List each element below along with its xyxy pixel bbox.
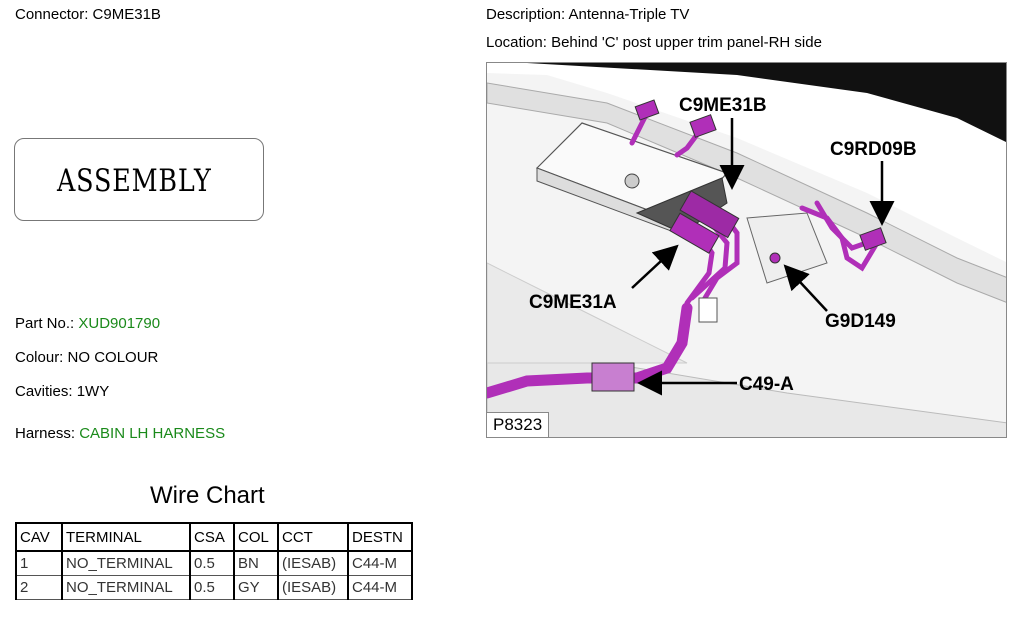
cell-col: GY bbox=[233, 574, 279, 600]
callouts: C9ME31B C9RD09B C9ME31A G9D149 C49-A bbox=[529, 95, 917, 396]
colour-label: Colour: bbox=[15, 349, 64, 366]
col-header-col: COL bbox=[233, 522, 279, 552]
cell-cav: 2 bbox=[15, 574, 63, 600]
callout-c9me31a: C9ME31A bbox=[529, 292, 617, 313]
col-header-cct: CCT bbox=[277, 522, 349, 552]
assembly-text: ASSEMBLY bbox=[57, 163, 212, 199]
location-value: Behind 'C' post upper trim panel-RH side bbox=[551, 34, 822, 51]
callout-c9me31b: C9ME31B bbox=[679, 95, 767, 116]
colour-value: NO COLOUR bbox=[67, 349, 159, 366]
cell-col: BN bbox=[233, 550, 279, 576]
harness-label: Harness: bbox=[15, 425, 76, 442]
cavities-value: 1WY bbox=[76, 383, 110, 400]
harness-line: Harness: CABIN LH HARNESS bbox=[15, 425, 225, 442]
wire-chart-header-row: CAV TERMINAL CSA COL CCT DESTN bbox=[15, 522, 413, 552]
cell-terminal: NO_TERMINAL bbox=[61, 574, 191, 600]
col-header-csa: CSA bbox=[189, 522, 235, 552]
cell-destn: C44-M bbox=[347, 574, 413, 600]
illustration-ref: P8323 bbox=[487, 412, 550, 437]
callout-c49a: C49-A bbox=[739, 374, 794, 395]
wire-chart-table: CAV TERMINAL CSA COL CCT DESTN 1 NO_TERM… bbox=[15, 522, 413, 600]
description-label: Description: bbox=[486, 6, 566, 23]
location-label: Location: bbox=[486, 34, 547, 51]
cell-destn: C44-M bbox=[347, 550, 413, 576]
colour-line: Colour: NO COLOUR bbox=[15, 349, 158, 366]
wire-chart-title: Wire Chart bbox=[150, 482, 265, 509]
location-illustration: C9ME31B C9RD09B C9ME31A G9D149 C49-A P83… bbox=[486, 62, 1007, 438]
cell-cct: (IESAB) bbox=[277, 574, 349, 600]
location-drawing: C9ME31B C9RD09B C9ME31A G9D149 C49-A bbox=[487, 63, 1006, 437]
cell-terminal: NO_TERMINAL bbox=[61, 550, 191, 576]
table-row: 1 NO_TERMINAL 0.5 BN (IESAB) C44-M bbox=[15, 550, 413, 576]
callout-c9rd09b: C9RD09B bbox=[830, 139, 917, 160]
connector-value: C9ME31B bbox=[92, 6, 161, 23]
part-number-label: Part No.: bbox=[15, 315, 75, 332]
col-header-terminal: TERMINAL bbox=[61, 522, 191, 552]
cell-csa: 0.5 bbox=[189, 574, 235, 600]
harness-link[interactable]: CABIN LH HARNESS bbox=[79, 425, 226, 442]
part-number-link[interactable]: XUD901790 bbox=[78, 315, 161, 332]
assembly-image: ASSEMBLY bbox=[14, 138, 264, 221]
col-header-cav: CAV bbox=[15, 522, 63, 552]
part-number-line: Part No.: XUD901790 bbox=[15, 315, 160, 332]
cell-cct: (IESAB) bbox=[277, 550, 349, 576]
description-line: Description: Antenna-Triple TV bbox=[486, 6, 689, 23]
table-row: 2 NO_TERMINAL 0.5 GY (IESAB) C44-M bbox=[15, 574, 413, 600]
location-line: Location: Behind 'C' post upper trim pan… bbox=[486, 34, 822, 51]
cell-csa: 0.5 bbox=[189, 550, 235, 576]
cell-cav: 1 bbox=[15, 550, 63, 576]
col-header-destn: DESTN bbox=[347, 522, 413, 552]
description-value: Antenna-Triple TV bbox=[568, 6, 690, 23]
connector-label: Connector: bbox=[15, 6, 89, 23]
callout-g9d149: G9D149 bbox=[825, 311, 896, 332]
cavities-label: Cavities: bbox=[15, 383, 73, 400]
cavities-line: Cavities: 1WY bbox=[15, 383, 109, 400]
connector-line: Connector: C9ME31B bbox=[15, 6, 161, 23]
